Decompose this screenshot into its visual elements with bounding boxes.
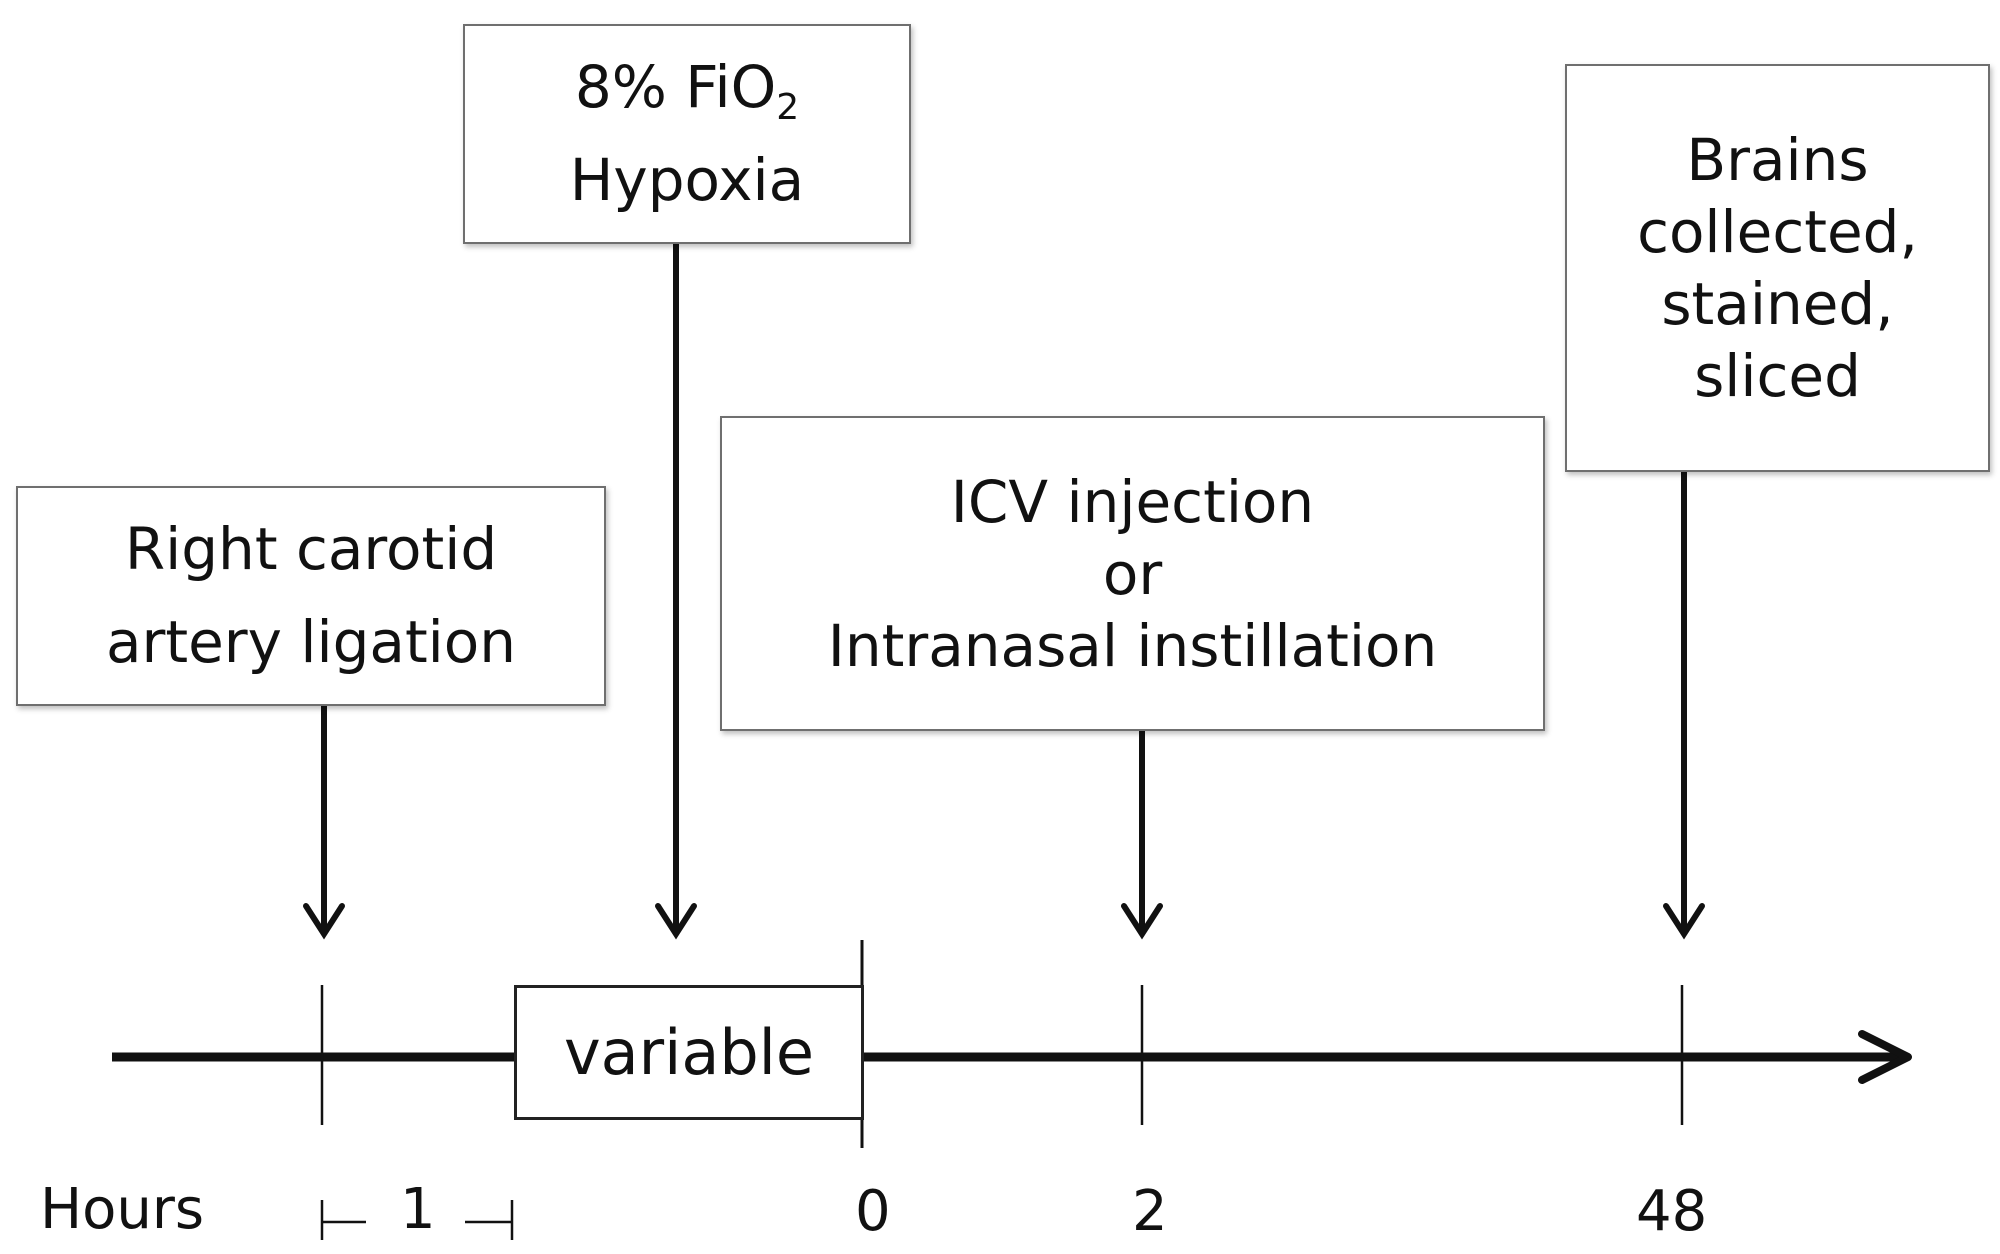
collection-line-2: collected, bbox=[1637, 198, 1918, 266]
collection-line-4: sliced bbox=[1694, 342, 1861, 410]
interval-label: 1 bbox=[400, 1177, 436, 1242]
ligation-line-1: Right carotid bbox=[124, 515, 498, 583]
ligation-line-2: artery ligation bbox=[105, 608, 517, 676]
hypoxia-box: 8% FiO2 Hypoxia bbox=[463, 24, 911, 244]
treatment-line-2: or bbox=[1102, 539, 1163, 608]
treatment-box: ICV injection or Intranasal instillation bbox=[720, 416, 1545, 731]
tick-label-two: 2 bbox=[1132, 1179, 1168, 1244]
treatment-line-3: Intranasal instillation bbox=[827, 611, 1438, 680]
collection-box: Brains collected, stained, sliced bbox=[1565, 64, 1990, 472]
variable-label: variable bbox=[563, 1016, 815, 1089]
ligation-box: Right carotid artery ligation bbox=[16, 486, 606, 706]
variable-duration-box: variable bbox=[514, 985, 864, 1120]
arrow-treatment bbox=[1121, 730, 1163, 940]
tick-label-zero: 0 bbox=[855, 1179, 891, 1244]
collection-line-1: Brains bbox=[1686, 126, 1869, 194]
tick-label-forty-eight: 48 bbox=[1636, 1179, 1708, 1244]
hypoxia-line-2: Hypoxia bbox=[569, 146, 805, 214]
fio2-subscript: 2 bbox=[776, 87, 800, 128]
collection-line-3: stained, bbox=[1661, 270, 1894, 338]
treatment-line-1: ICV injection bbox=[950, 467, 1315, 536]
arrow-ligation bbox=[303, 706, 345, 940]
interval-bracket bbox=[320, 1200, 514, 1240]
hypoxia-line-1: 8% FiO2 bbox=[575, 41, 799, 134]
fio2-text: 8% FiO bbox=[574, 53, 777, 121]
arrow-hypoxia bbox=[655, 240, 697, 940]
timeline-axis-arrowhead bbox=[1858, 1030, 1912, 1084]
hours-axis-label: Hours bbox=[40, 1177, 205, 1242]
arrow-collection bbox=[1663, 470, 1705, 940]
